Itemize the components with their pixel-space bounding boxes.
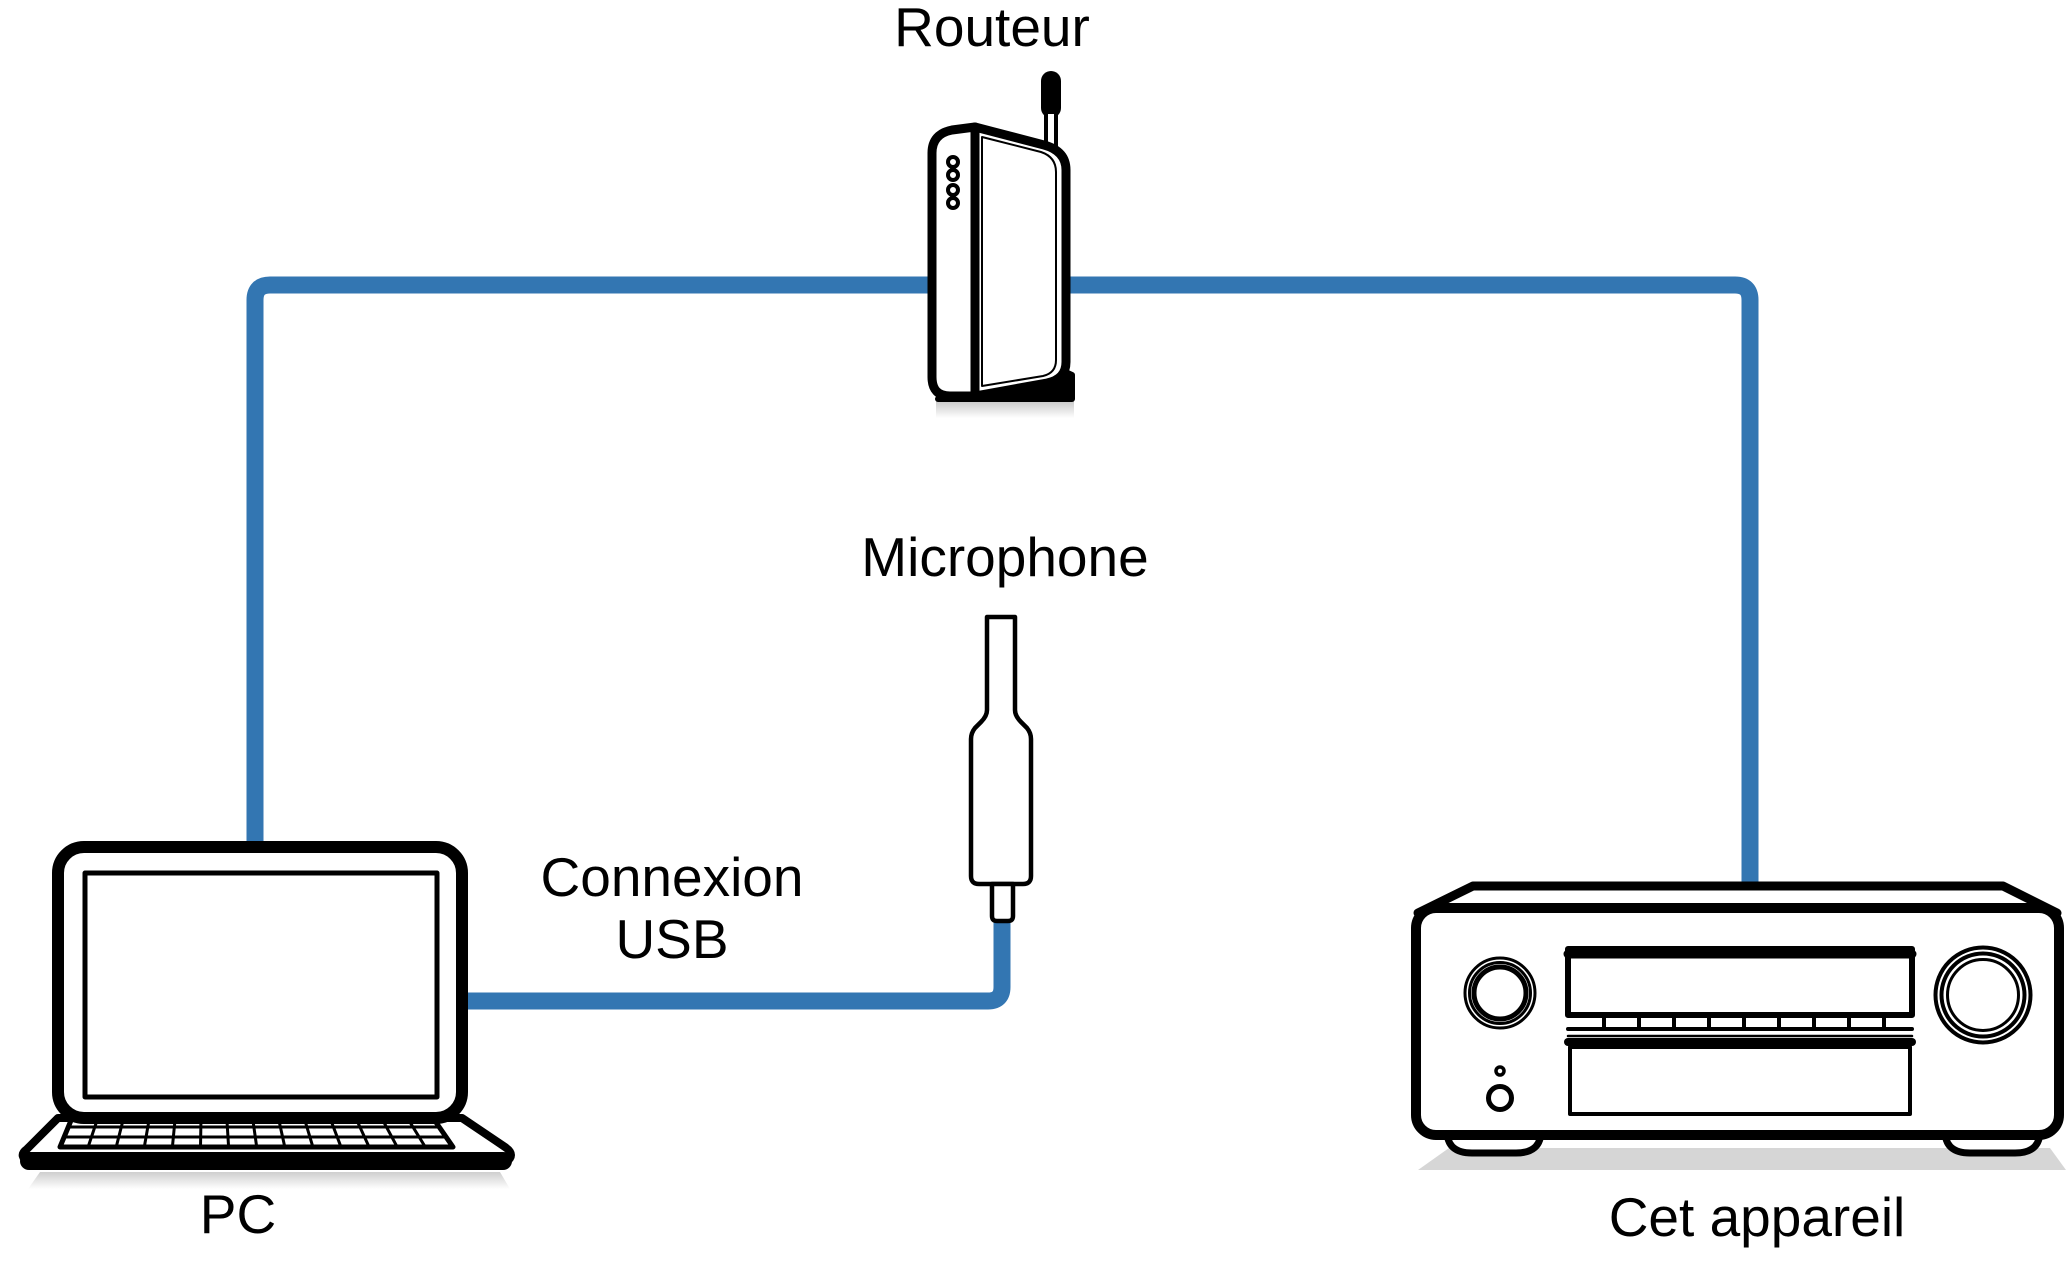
receiver-knob-right — [1933, 945, 2033, 1045]
this-device-label: Cet appareil — [1608, 1186, 1906, 1248]
laptop-shadow — [28, 1172, 510, 1189]
usb-connection-label: Connexion USB — [541, 846, 804, 970]
microphone-plug — [989, 881, 1016, 924]
router-front-inner-line — [981, 136, 1057, 387]
router-illustration — [927, 71, 1075, 418]
laptop-keyboard-grid — [62, 1116, 448, 1149]
pc-laptop-illustration — [18, 841, 515, 1189]
usb-connection-label-line1: Connexion — [540, 846, 804, 908]
receiver-power-button — [1486, 1084, 1514, 1112]
receiver-shadow — [1418, 1148, 2066, 1170]
receiver-knob-left — [1463, 956, 1537, 1030]
usb-cable — [458, 914, 1011, 1010]
router-shadow — [936, 401, 1074, 418]
receiver-lower-door — [1568, 1045, 1912, 1116]
pc-label: PC — [199, 1183, 277, 1245]
router-led-lights — [946, 155, 960, 210]
receiver-button-row — [1566, 1013, 1914, 1031]
receiver-display — [1565, 946, 1915, 1018]
microphone-illustration — [968, 614, 1034, 924]
microphone-label: Microphone — [861, 526, 1149, 588]
router-antenna-icon — [1041, 71, 1061, 118]
router-front-face — [970, 122, 1071, 401]
laptop-bottom-bar — [20, 1152, 512, 1170]
usb-connection-label-line2: USB — [615, 908, 729, 970]
av-receiver-illustration — [1411, 881, 2066, 1170]
laptop-screen — [82, 870, 440, 1100]
microphone-body — [968, 614, 1034, 887]
router-side-face — [927, 122, 980, 401]
receiver-led-dot — [1494, 1065, 1506, 1077]
router-label: Routeur — [894, 0, 1090, 58]
